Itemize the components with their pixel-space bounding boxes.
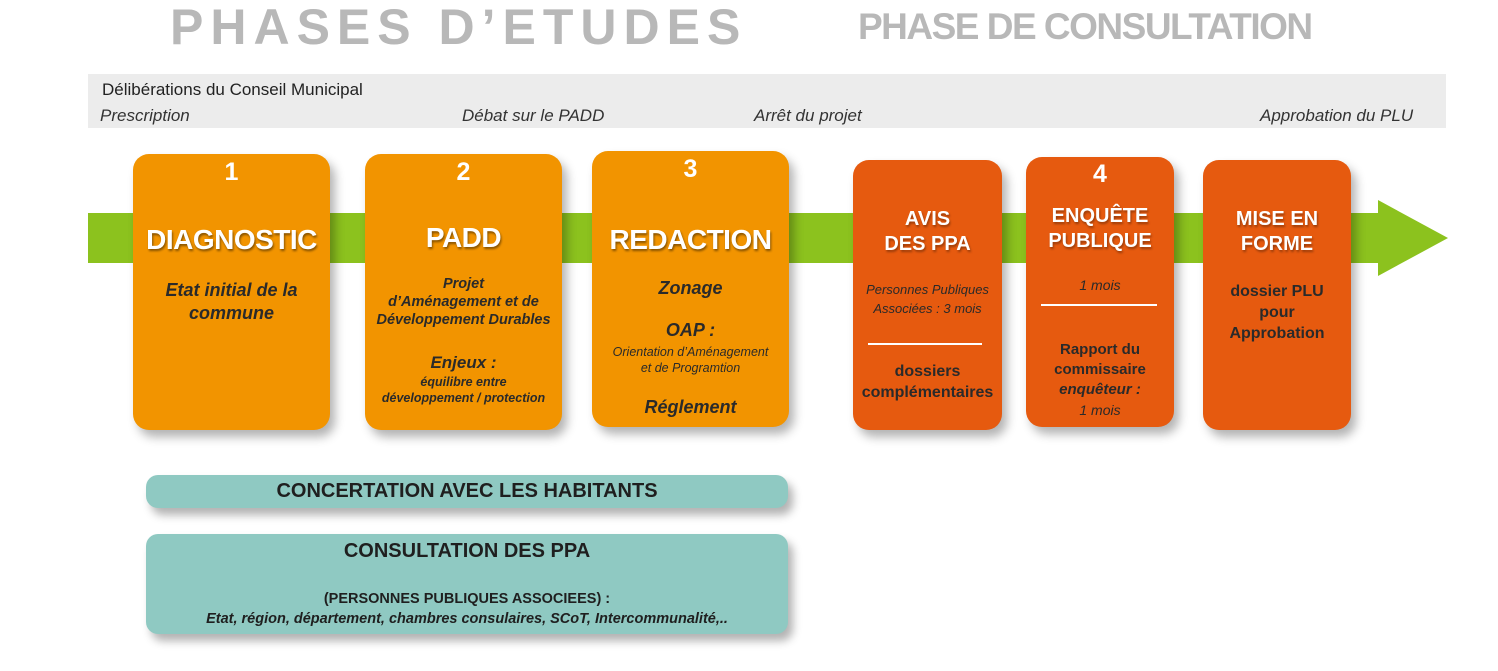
delib-step-arret-projet: Arrêt du projet [754, 106, 862, 125]
avis-extra-line: complémentaires [861, 384, 994, 401]
mise-en-forme-desc-line: Approbation [1229, 325, 1325, 342]
mise-en-forme-title-line: FORME [1240, 233, 1314, 255]
timeline-arrow-head [1378, 200, 1448, 276]
consultation-ppa-list: Etat, région, département, chambres cons… [206, 611, 728, 627]
phase-padd-title: PADD [425, 222, 502, 253]
consultation-avis-desc: Personnes Publiques Associées : 3 mois [853, 280, 1002, 318]
phase-padd-card [365, 154, 562, 430]
concertation-label: CONCERTATION AVEC LES HABITANTS [276, 480, 658, 502]
phase-diagnostic-card [133, 154, 330, 430]
concertation-bar [146, 475, 788, 508]
deliberations-title: Délibérations du Conseil Municipal [102, 80, 363, 99]
phase-redaction-title: REDACTION [609, 224, 772, 255]
padd-desc-line: Développement Durables [376, 312, 551, 328]
padd-enjeux-line: développement / protection [381, 391, 546, 405]
avis-desc-line: Personnes Publiques [866, 282, 989, 297]
delib-step-debat-padd: Débat sur le PADD [462, 106, 605, 125]
phases-etudes-title: PHASES D’ETUDES [170, 0, 748, 55]
redaction-oap-line: Orientation d’Aménagement [612, 345, 769, 359]
mise-en-forme-desc-line: pour [1259, 304, 1295, 321]
enquete-rapport-line: Rapport du [1060, 341, 1140, 358]
consultation-enquete-card [1026, 157, 1174, 427]
avis-extra-line: dossiers [894, 363, 961, 380]
phase-padd-desc: Projet d’Aménagement et de Développement… [360, 275, 567, 329]
consultation-number: 4 [1077, 160, 1123, 189]
consultation-ppa-subtitle: (PERSONNES PUBLIQUES ASSOCIEES) : [323, 591, 611, 607]
consultation-mise-en-forme-title: MISE EN FORME [1203, 207, 1351, 257]
enquete-divider [1041, 304, 1157, 306]
phase-diagnostic-desc: Etat initial de la commune [165, 280, 298, 323]
consultation-enquete-rapport-duration: 1 mois [1079, 402, 1121, 418]
padd-desc-line: d’Aménagement et de [388, 294, 539, 310]
phase-padd-number: 2 [456, 158, 471, 186]
avis-divider [868, 343, 982, 345]
consultation-mise-en-forme-card [1203, 160, 1351, 430]
delib-step-approbation-plu: Approbation du PLU [1260, 106, 1414, 125]
redaction-oap-line: et de Programtion [640, 361, 741, 375]
phase-diagnostic-number: 1 [224, 158, 239, 186]
consultation-enquete-rapport: Rapport du commissaire enquêteur : [1026, 340, 1174, 400]
phase-diagnostic-title: DIAGNOSTIC [146, 224, 317, 255]
phase-redaction-number: 3 [683, 155, 698, 183]
phase-redaction-zonage: Zonage [658, 278, 723, 298]
phase-redaction-card [592, 151, 789, 427]
phase-padd-enjeux-title: Enjeux : [430, 353, 497, 372]
mise-en-forme-desc-line: dossier PLU [1230, 283, 1324, 300]
phase-redaction-oap-title: OAP : [665, 320, 716, 340]
consultation-ppa-box [146, 534, 788, 634]
avis-desc-line: Associées : 3 mois [873, 301, 982, 316]
consultation-mise-en-forme-desc: dossier PLU pour Approbation [1203, 281, 1351, 344]
consultation-ppa-title: CONSULTATION DES PPA [343, 540, 591, 562]
consultation-enquete-duration: 1 mois [1079, 277, 1121, 293]
avis-title-line: AVIS [904, 208, 951, 230]
enquete-title-line: PUBLIQUE [1048, 230, 1152, 252]
consultation-avis-title: AVIS DES PPA [853, 207, 1002, 257]
avis-title-line: DES PPA [884, 233, 971, 255]
mise-en-forme-title-line: MISE EN [1235, 208, 1319, 230]
padd-enjeux-line: équilibre entre [420, 375, 507, 389]
enquete-title-line: ENQUÊTE [1051, 205, 1149, 227]
enquete-rapport-line: commissaire [1054, 361, 1146, 378]
consultation-avis-extra: dossiers complémentaires [853, 361, 1002, 403]
delib-step-prescription: Prescription [100, 106, 190, 125]
phase-redaction-oap: Orientation d’Aménagement et de Programt… [592, 344, 789, 376]
phase-consultation-title: PHASE DE CONSULTATION [858, 6, 1313, 47]
consultation-enquete-title: ENQUÊTE PUBLIQUE [1026, 204, 1174, 254]
enquete-rapport-enqueteur: enquêteur : [1059, 381, 1141, 398]
phase-redaction-reglement: Réglement [644, 397, 737, 417]
padd-desc-line: Projet [442, 276, 485, 292]
consultation-avis-card [853, 160, 1002, 430]
phase-padd-enjeux: équilibre entre développement / protecti… [365, 374, 562, 406]
deliberations-band [88, 74, 1446, 128]
